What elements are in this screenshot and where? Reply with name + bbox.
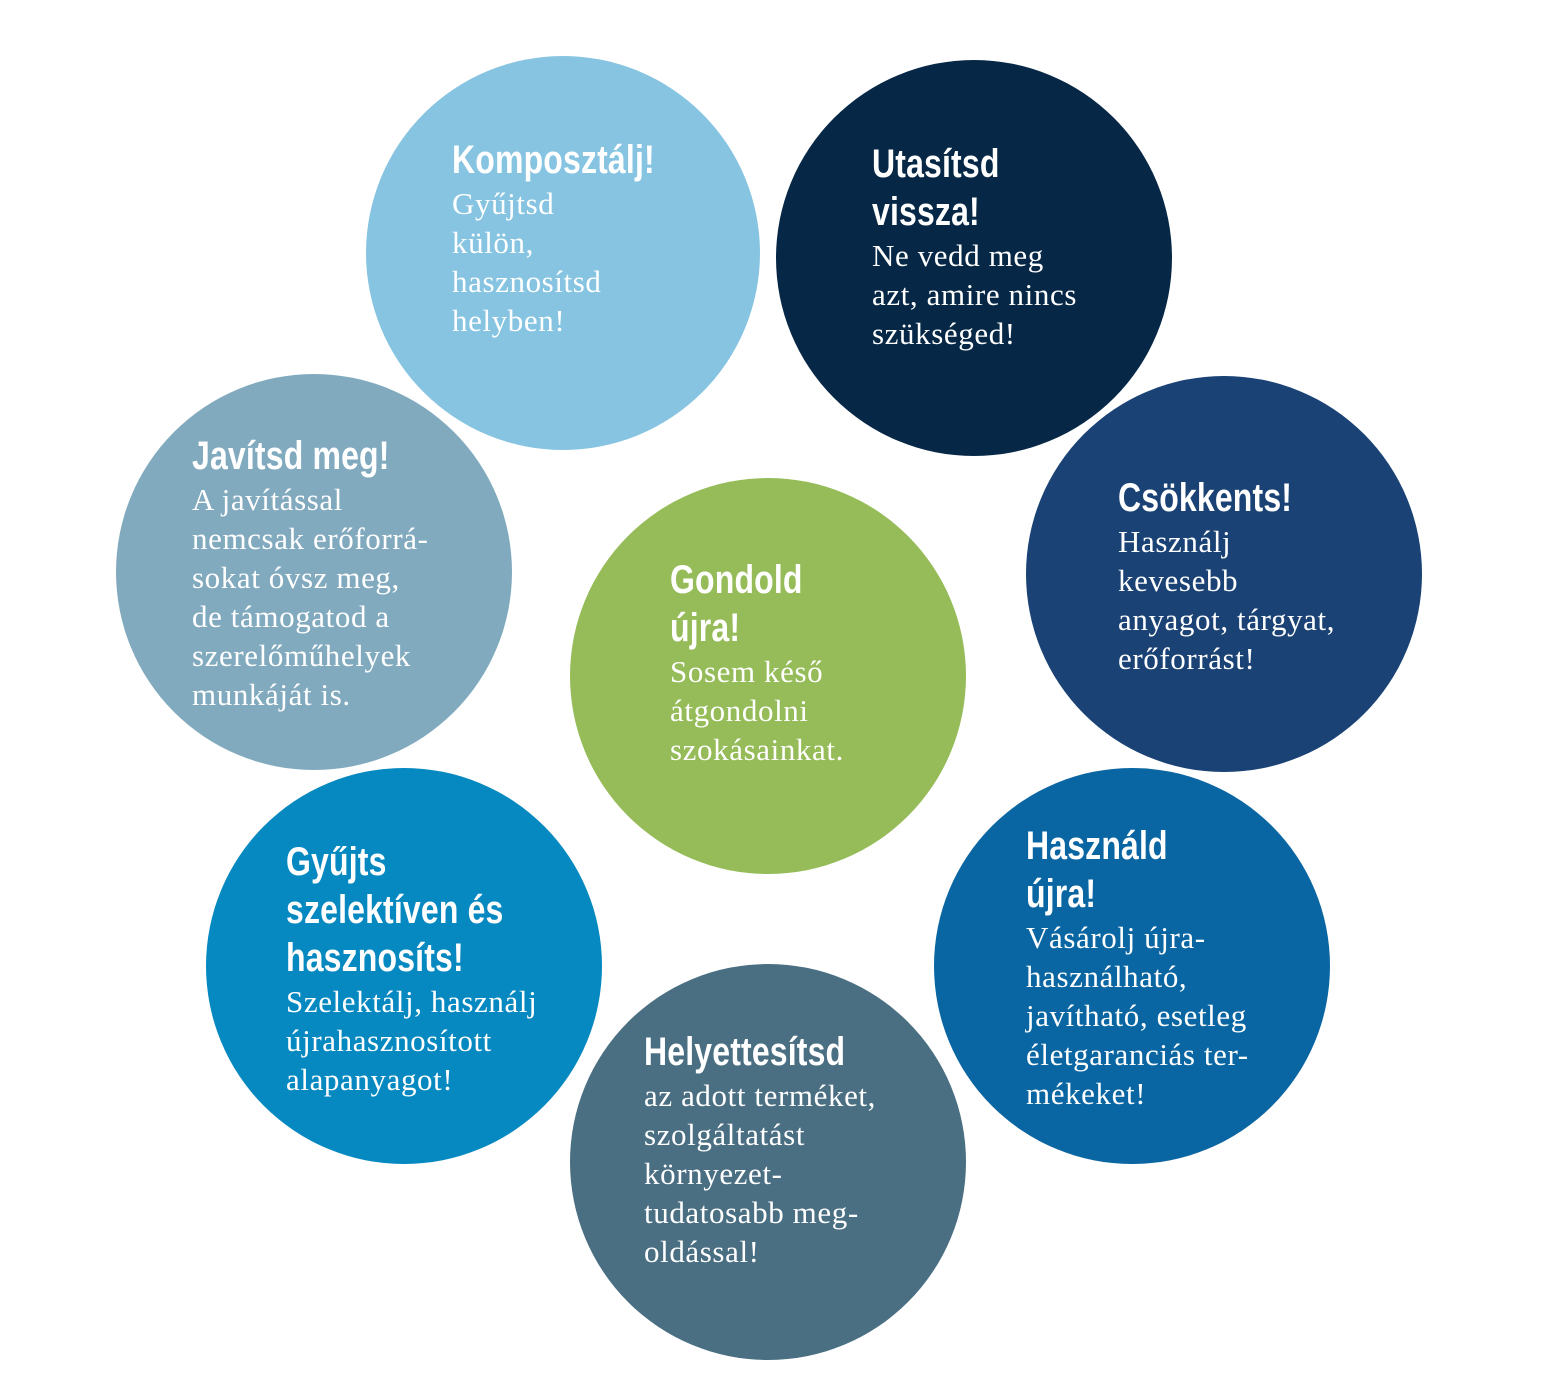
body-line: azt, amire nincs — [872, 277, 1077, 312]
circle-content: Gondold újra! Sosem késő átgondolni szok… — [670, 556, 844, 769]
body-line: munkáját is. — [192, 677, 351, 712]
title-line: Csökkents! — [1118, 476, 1293, 520]
title-line: hasznosíts! — [286, 936, 464, 980]
circle-title: Javítsd meg! — [192, 432, 390, 480]
body-line: külön, — [452, 225, 534, 260]
circle-hasznald-ujra: Használd újra! Vásárolj újra- használhat… — [934, 768, 1330, 1164]
circle-title: Utasítsd vissza! — [872, 140, 1036, 236]
circle-gyujts-szelektiven: Gyűjts szelektíven és hasznosíts! Szelek… — [206, 768, 602, 1164]
circle-title: Használd újra! — [1026, 822, 1204, 918]
title-line: Utasítsd — [872, 142, 1000, 186]
circle-body: Sosem késő átgondolni szokásainkat. — [670, 652, 844, 769]
body-line: Gyűjtsd — [452, 186, 555, 221]
circle-content: Javítsd meg! A javítással nemcsak erőfor… — [192, 432, 439, 714]
body-line: oldással! — [644, 1234, 760, 1269]
body-line: használható, — [1026, 959, 1188, 994]
title-line: Gyűjts — [286, 840, 387, 884]
circle-body: Gyűjtsd külön, hasznosítsd helyben! — [452, 184, 706, 340]
title-line: vissza! — [872, 190, 980, 234]
body-line: szükséged! — [872, 316, 1016, 351]
body-line: nemcsak erőforrá- — [192, 521, 429, 556]
body-line: Sosem késő — [670, 654, 824, 689]
body-line: de támogatod a — [192, 599, 390, 634]
title-line: Javítsd meg! — [192, 434, 390, 478]
title-line: Komposztálj! — [452, 138, 655, 182]
circle-body: az adott terméket, szolgáltatást környez… — [644, 1076, 896, 1271]
title-line: Helyettesítsd — [644, 1030, 846, 1074]
circle-title: Komposztálj! — [452, 136, 655, 184]
body-line: életgaranciás ter- — [1026, 1037, 1249, 1072]
body-line: újrahasznosított — [286, 1023, 492, 1058]
body-line: szerelőműhelyek — [192, 638, 412, 673]
title-line: újra! — [1026, 872, 1097, 916]
body-line: javítható, esetleg — [1026, 998, 1247, 1033]
circle-content: Használd újra! Vásárolj újra- használhat… — [1026, 822, 1249, 1113]
title-line: Használd — [1026, 824, 1168, 868]
circle-body: Ne vedd meg azt, amire nincs szükséged! — [872, 236, 1077, 353]
body-line: Használj — [1118, 524, 1232, 559]
body-line: átgondolni — [670, 693, 809, 728]
circle-title: Helyettesítsd — [644, 1028, 845, 1076]
circle-body: Vásárolj újra- használható, javítható, e… — [1026, 918, 1249, 1113]
title-line: szelektíven és — [286, 888, 504, 932]
circle-title: Gyűjts szelektíven és hasznosíts! — [286, 838, 504, 982]
body-line: szokásainkat. — [670, 732, 844, 767]
body-line: A javítással — [192, 482, 343, 517]
title-line: újra! — [670, 606, 741, 650]
circle-body: Használj kevesebb anyagot, tárgyat, erőf… — [1118, 522, 1336, 678]
circle-body: A javítással nemcsak erőforrá- sokat óvs… — [192, 480, 439, 714]
body-line: anyagot, tárgyat, — [1118, 602, 1336, 637]
body-line: az adott terméket, — [644, 1078, 876, 1113]
circle-gondold-ujra: Gondold újra! Sosem késő átgondolni szok… — [570, 478, 966, 874]
title-line: Gondold — [670, 558, 803, 602]
body-line: Szelektálj, használj — [286, 984, 538, 1019]
body-line: Vásárolj újra- — [1026, 920, 1206, 955]
circle-csokkents: Csökkents! Használj kevesebb anyagot, tá… — [1026, 376, 1422, 772]
body-line: mékeket! — [1026, 1076, 1147, 1111]
body-line: környezet- — [644, 1156, 783, 1191]
body-line: sokat óvsz meg, — [192, 560, 400, 595]
circle-body: Szelektálj, használj újrahasznosított al… — [286, 982, 558, 1099]
circle-content: Komposztálj! Gyűjtsd külön, hasznosítsd … — [452, 136, 706, 340]
circle-javitsd-meg: Javítsd meg! A javítással nemcsak erőfor… — [116, 374, 512, 770]
body-line: kevesebb — [1118, 563, 1239, 598]
circle-content: Utasítsd vissza! Ne vedd meg azt, amire … — [872, 140, 1077, 353]
circle-title: Gondold újra! — [670, 556, 809, 652]
body-line: Ne vedd meg — [872, 238, 1044, 273]
body-line: hasznosítsd — [452, 264, 602, 299]
circle-komposztalj: Komposztálj! Gyűjtsd külön, hasznosítsd … — [366, 56, 760, 450]
circle-content: Csökkents! Használj kevesebb anyagot, tá… — [1118, 474, 1336, 678]
body-line: erőforrást! — [1118, 641, 1256, 676]
circle-helyettesitsd: Helyettesítsd az adott terméket, szolgál… — [570, 964, 966, 1360]
circle-utasitsd-vissza: Utasítsd vissza! Ne vedd meg azt, amire … — [776, 60, 1172, 456]
body-line: helyben! — [452, 303, 566, 338]
circle-content: Helyettesítsd az adott terméket, szolgál… — [644, 1028, 896, 1271]
circle-title: Csökkents! — [1118, 474, 1292, 522]
body-line: tudatosabb meg- — [644, 1195, 859, 1230]
body-line: alapanyagot! — [286, 1062, 454, 1097]
circle-content: Gyűjts szelektíven és hasznosíts! Szelek… — [286, 838, 558, 1099]
body-line: szolgáltatást — [644, 1117, 806, 1152]
